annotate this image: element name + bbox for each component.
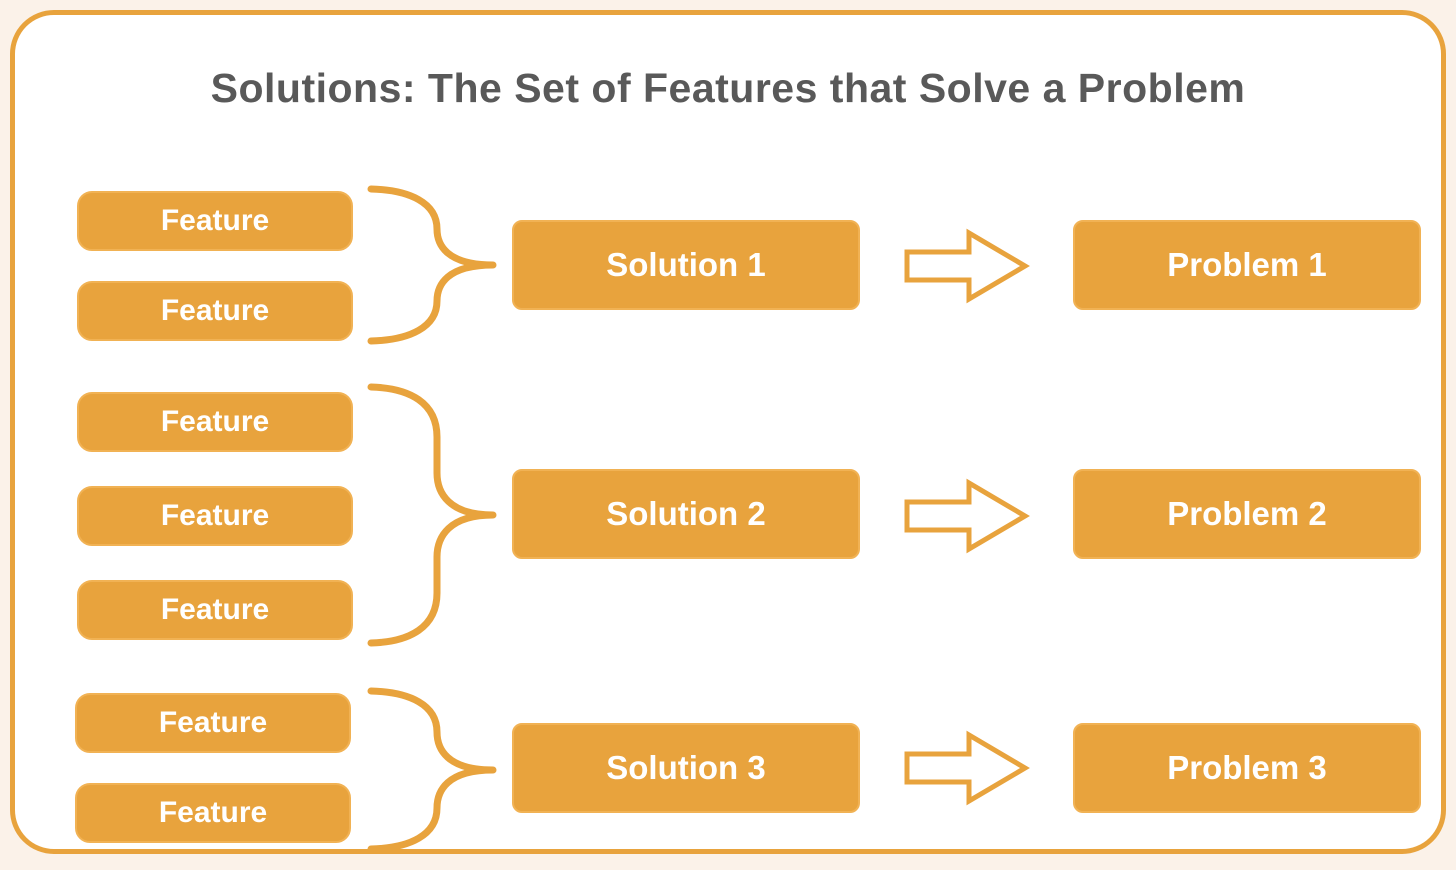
- solution-box: Solution 2: [512, 469, 860, 559]
- page-title: Solutions: The Set of Features that Solv…: [210, 65, 1246, 111]
- solution-box: Solution 3: [512, 723, 860, 813]
- right-block-arrow-icon: [904, 478, 1030, 554]
- right-block-arrow-icon: [904, 228, 1030, 304]
- feature-box: Feature: [75, 783, 351, 843]
- right-curly-brace-icon: [367, 383, 497, 647]
- feature-box: Feature: [77, 486, 353, 546]
- problem-box: Problem 1: [1073, 220, 1421, 310]
- right-block-arrow-icon: [904, 730, 1030, 806]
- right-curly-brace-icon: [367, 687, 497, 853]
- feature-box: Feature: [77, 281, 353, 341]
- problem-box: Problem 3: [1073, 723, 1421, 813]
- feature-box: Feature: [75, 693, 351, 753]
- problem-box: Problem 2: [1073, 469, 1421, 559]
- diagram-frame: Solutions: The Set of Features that Solv…: [10, 10, 1446, 854]
- feature-box: Feature: [77, 392, 353, 452]
- solution-box: Solution 1: [512, 220, 860, 310]
- feature-box: Feature: [77, 580, 353, 640]
- right-curly-brace-icon: [367, 185, 497, 345]
- feature-box: Feature: [77, 191, 353, 251]
